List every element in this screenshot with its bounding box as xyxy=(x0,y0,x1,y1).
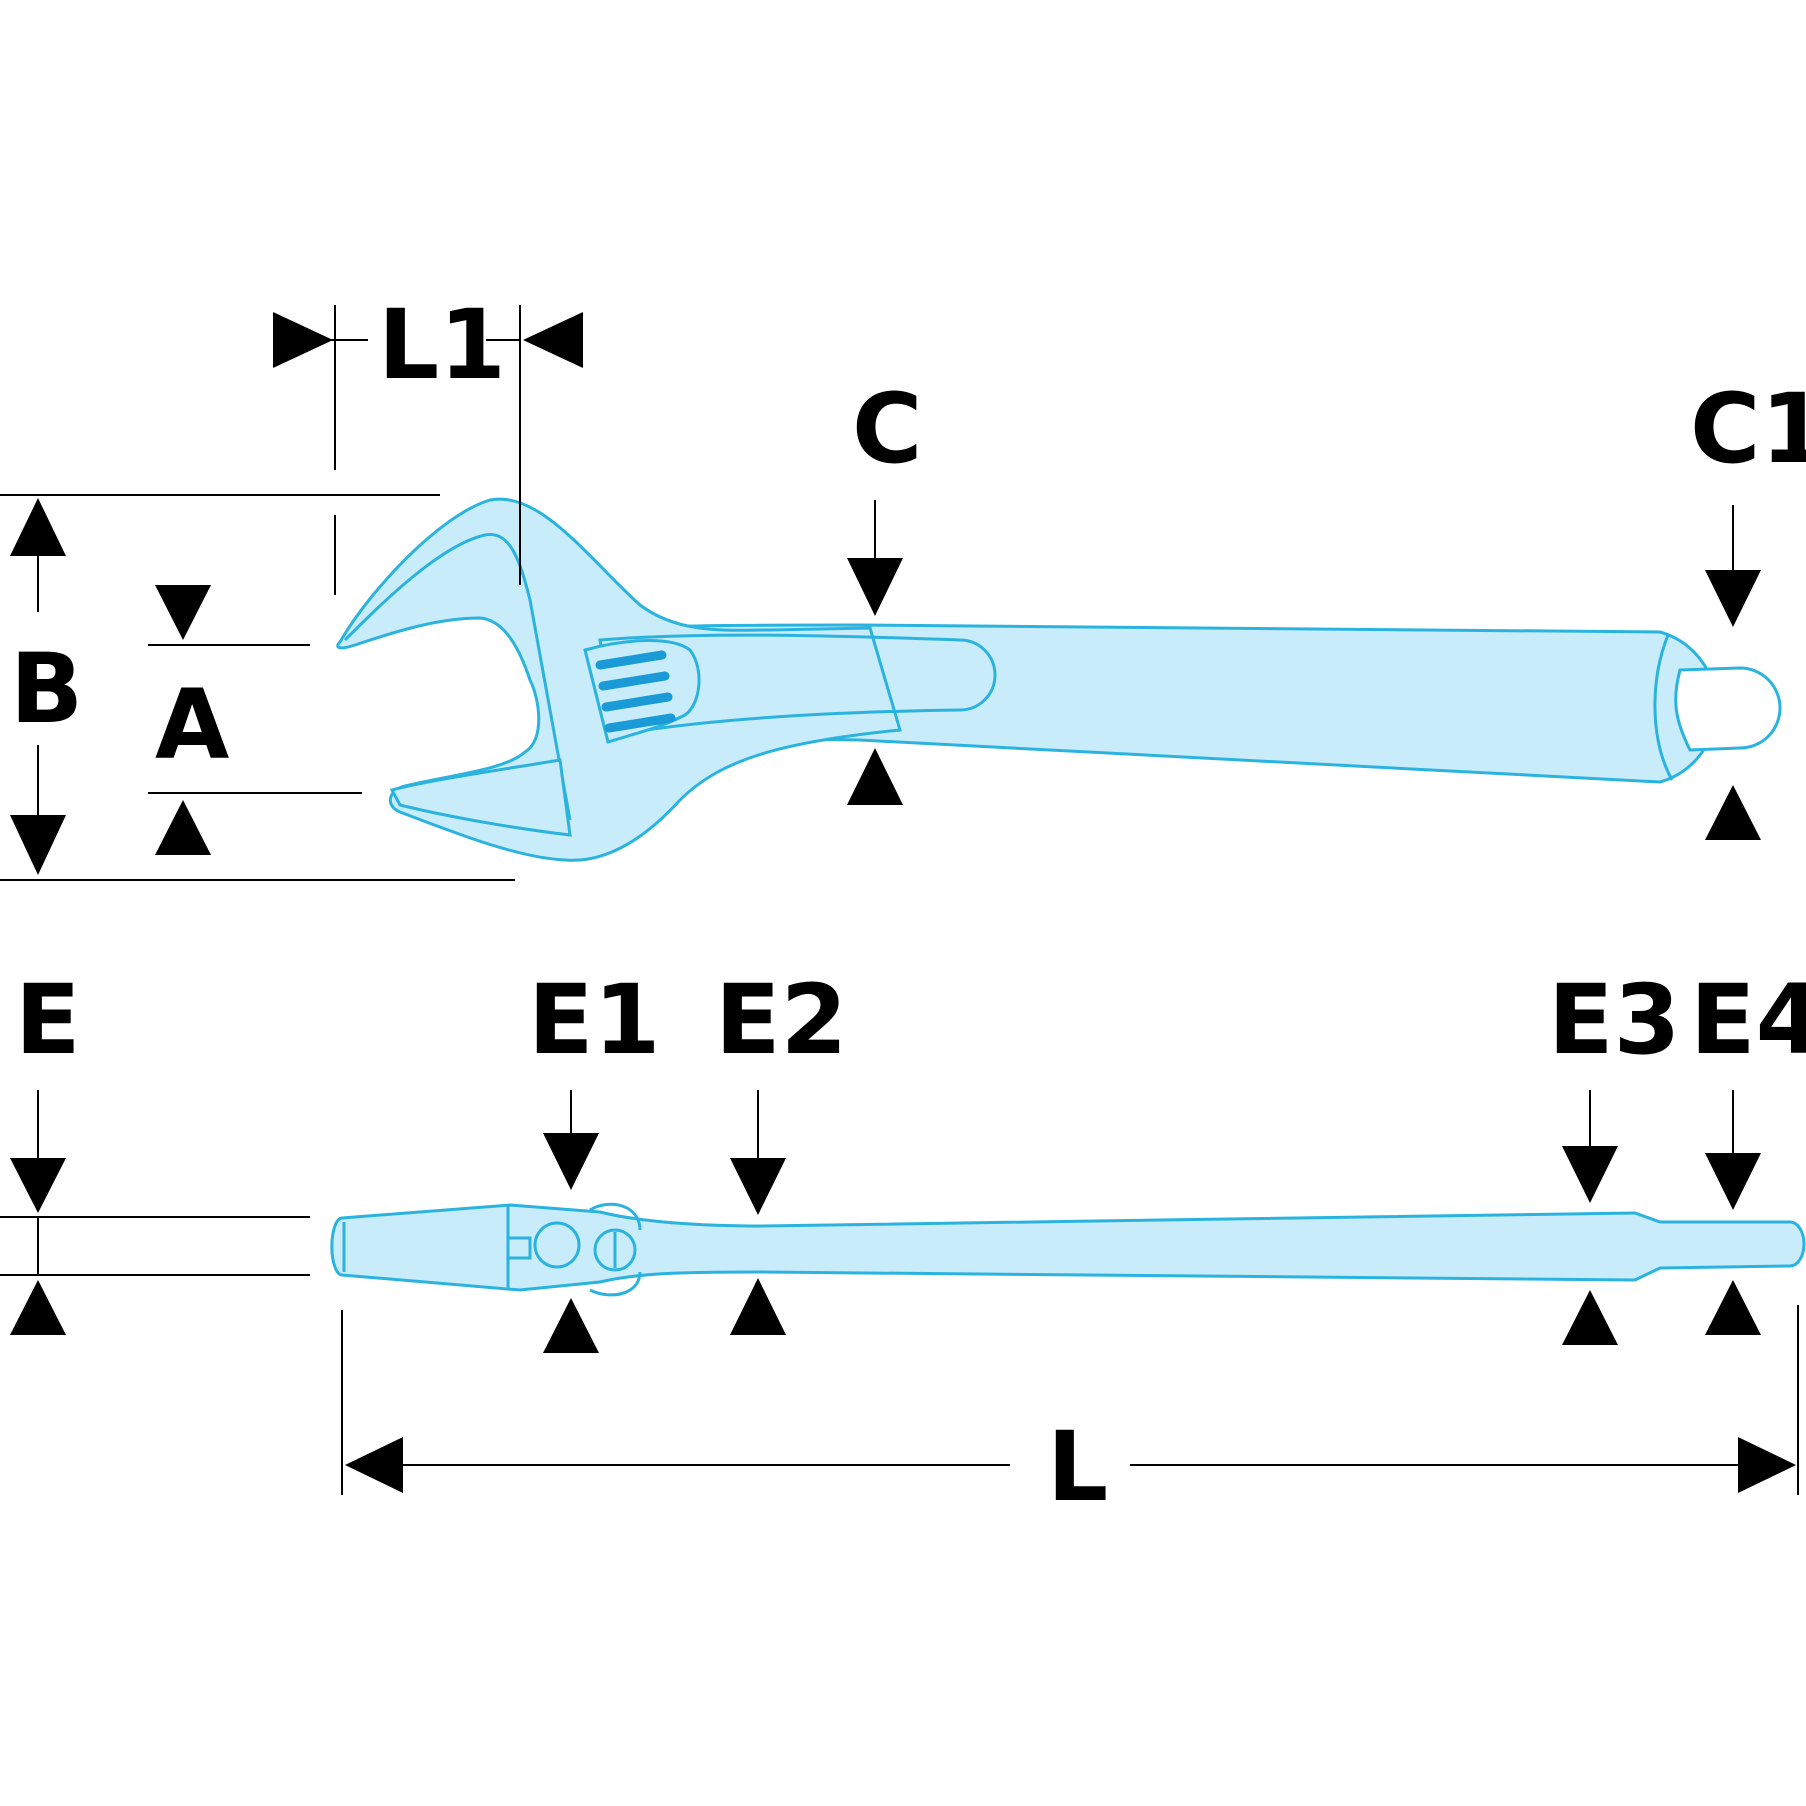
label-b: B xyxy=(10,633,83,745)
c-arrow-up xyxy=(847,748,903,805)
wrench-top-view xyxy=(336,497,1782,862)
dimension-b: B xyxy=(0,494,515,881)
l1-arrow-left xyxy=(273,312,333,368)
e4-arrow-up xyxy=(1705,1280,1761,1335)
side-pin-ring xyxy=(589,1202,642,1297)
a-arrow-up xyxy=(155,800,211,855)
b-arrow-up xyxy=(10,498,66,556)
label-e3: E3 xyxy=(1548,964,1680,1076)
label-l1: L1 xyxy=(378,289,506,401)
c-arrow-down xyxy=(847,558,903,616)
movable-jaw xyxy=(389,758,572,837)
l1-arrow-right xyxy=(523,312,583,368)
handle-recess xyxy=(598,633,997,737)
dimension-e3: E3 xyxy=(1548,964,1680,1345)
c1-arrow-up xyxy=(1705,785,1761,840)
b-arrow-down xyxy=(10,815,66,875)
label-c: C xyxy=(852,373,922,485)
dimension-l1: L1 xyxy=(273,289,583,595)
label-e: E xyxy=(15,964,81,1076)
e3-arrow-up xyxy=(1562,1290,1618,1345)
dimension-e1: E1 xyxy=(528,964,660,1353)
dimension-l: L xyxy=(341,1305,1799,1523)
side-joint-notch xyxy=(508,1236,532,1260)
e-arrow-down xyxy=(10,1158,66,1213)
side-pin-1 xyxy=(533,1221,581,1269)
side-profile xyxy=(330,1203,1806,1292)
label-e4: E4 xyxy=(1690,964,1806,1076)
e3-arrow-down xyxy=(1562,1146,1618,1203)
e-arrow-up xyxy=(10,1280,66,1335)
l-arrow-right xyxy=(1738,1437,1796,1493)
label-c1: C1 xyxy=(1690,373,1806,485)
hang-hole-bevel xyxy=(1653,634,1674,781)
e2-arrow-up xyxy=(730,1278,786,1335)
label-a: A xyxy=(155,669,229,781)
dimension-c: C xyxy=(847,373,922,805)
dimension-a: A xyxy=(148,585,362,855)
dimension-e4: E4 xyxy=(1690,964,1806,1335)
e4-arrow-down xyxy=(1705,1153,1761,1210)
a-arrow-down xyxy=(155,585,211,640)
dimension-c1: C1 xyxy=(1690,373,1806,840)
label-e1: E1 xyxy=(528,964,660,1076)
dimension-e2: E2 xyxy=(715,964,847,1335)
c1-arrow-down xyxy=(1705,570,1761,627)
wrench-side-view xyxy=(330,1202,1806,1297)
e1-arrow-up xyxy=(543,1298,599,1353)
worm-screw xyxy=(595,650,676,733)
label-e2: E2 xyxy=(715,964,847,1076)
dimension-e: E xyxy=(0,964,310,1335)
fixed-jaw-edge xyxy=(343,533,572,821)
label-l: L xyxy=(1047,1411,1108,1523)
e1-arrow-down xyxy=(543,1133,599,1190)
e2-arrow-down xyxy=(730,1158,786,1215)
hang-hole xyxy=(1674,666,1782,752)
l-arrow-left xyxy=(345,1437,403,1493)
